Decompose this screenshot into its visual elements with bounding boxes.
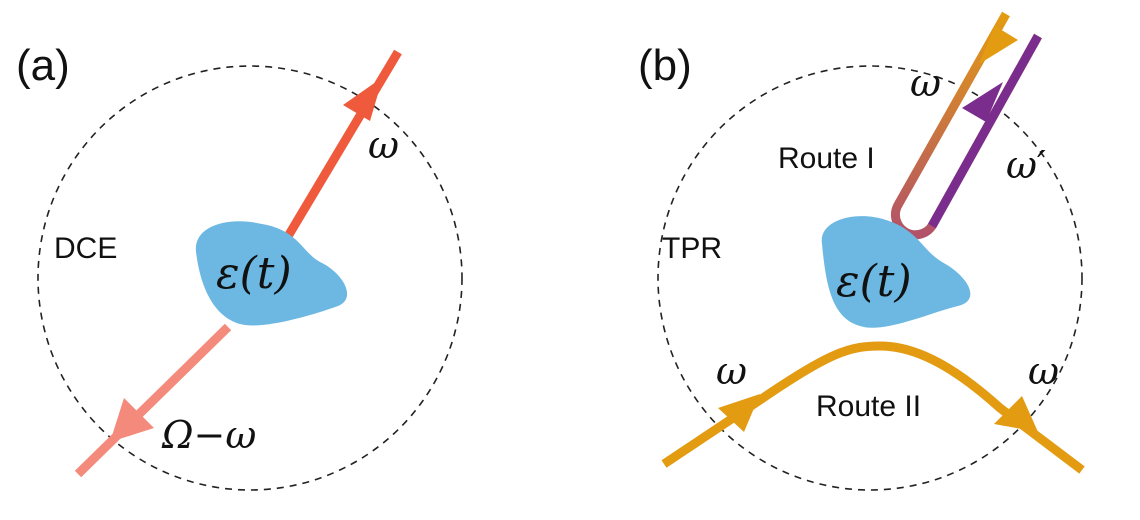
region-label-dce: DCE xyxy=(54,232,117,265)
panel-b-label: (b) xyxy=(638,41,692,90)
lower-photon-line xyxy=(74,323,232,478)
route-one-in-freq-label: ω xyxy=(910,61,941,105)
route-two-label: Route II xyxy=(816,390,921,423)
boundary-circle-a xyxy=(37,65,463,491)
panel-a: (a) DCE ε(t) ω Ω−ω xyxy=(16,41,463,491)
lower-arrowhead xyxy=(110,398,154,442)
route-two-path xyxy=(661,341,1085,474)
boundary-circle-b xyxy=(657,65,1083,491)
blob-label-a: ε(t) xyxy=(216,248,292,299)
route-two-out-arrowhead xyxy=(994,396,1038,432)
route-two-in-freq-label: ω xyxy=(716,349,747,393)
route-two-out-freq-label: ω xyxy=(1028,349,1059,393)
blob-label-b: ε(t) xyxy=(836,256,912,307)
modulation-blob-b xyxy=(821,216,971,328)
route-two-in-arrowhead xyxy=(718,394,760,432)
route-one-in-arrowhead xyxy=(979,26,1018,64)
freq-label-omega-a: ω xyxy=(368,123,399,167)
outgoing-arrowhead xyxy=(343,77,383,121)
panel-a-label: (a) xyxy=(16,41,70,90)
region-label-tpr: TPR xyxy=(662,232,722,265)
route-one-out-arrowhead xyxy=(962,82,1003,122)
route-one-out-segment xyxy=(928,33,1042,229)
route-one-out-freq-label: ω′ xyxy=(1006,143,1046,187)
panel-b: (b) TPR ε(t) ω ω′ Route I Route II ω ω xyxy=(638,11,1085,491)
freq-label-Omega-minus-omega: Ω−ω xyxy=(161,413,256,457)
modulation-blob-a xyxy=(195,221,348,326)
route-one-label: Route I xyxy=(778,142,875,175)
